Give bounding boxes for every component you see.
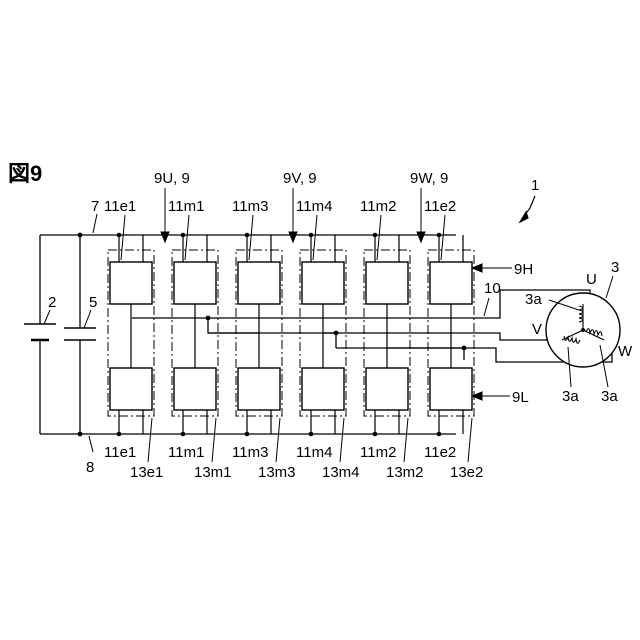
battery-symbol <box>24 324 56 340</box>
upper-switch-module <box>302 262 344 304</box>
module-column: 11e1 11e1 13e1 <box>104 198 163 481</box>
motor-label: 3 <box>611 259 619 276</box>
lower-module-label: 11m4 <box>296 444 332 461</box>
coil-label-top: 3a <box>525 291 542 308</box>
system-ref-label: 1 <box>531 177 539 194</box>
phase-v-label: V <box>532 321 542 338</box>
system-ref-arrow <box>520 196 535 222</box>
upper-module-label: 11m4 <box>296 198 332 215</box>
lower-module-label: 11e2 <box>424 444 456 461</box>
phase-group-label-u: 9U, 9 <box>154 170 190 187</box>
upper-switch-module <box>110 262 152 304</box>
upper-switch-module <box>366 262 408 304</box>
junction-dot <box>78 432 83 437</box>
module-column: 11e2 11e2 13e2 <box>424 198 483 481</box>
module-group-label: 13e2 <box>450 464 483 481</box>
capacitor-label: 5 <box>89 294 97 311</box>
phase-group-arrows <box>161 188 425 242</box>
phase-w-label: W <box>618 343 633 360</box>
junction-dot <box>78 233 83 238</box>
lower-switch-module <box>174 368 216 410</box>
upper-arm-label: 9H <box>514 261 533 278</box>
module-group-label: 13m3 <box>258 464 296 481</box>
lower-bus-label: 8 <box>86 459 94 476</box>
module-column: 11m1 11m1 13m1 <box>168 198 232 481</box>
upper-module-label: 11e2 <box>424 198 456 215</box>
lower-switch-module <box>430 368 472 410</box>
figure-title: 図9 <box>8 161 42 186</box>
module-group-label: 13m2 <box>386 464 424 481</box>
harness-leader <box>484 298 489 316</box>
module-group-label: 13e1 <box>130 464 163 481</box>
module-group-label: 13m1 <box>194 464 232 481</box>
upper-module-label: 11m3 <box>232 198 268 215</box>
phase-group-label-v: 9V, 9 <box>283 170 317 187</box>
capacitor-symbol <box>64 328 96 340</box>
motor <box>546 293 620 367</box>
module-column: 11m3 11m3 13m3 <box>232 198 296 481</box>
lower-module-label: 11e1 <box>104 444 136 461</box>
coil-label-left: 3a <box>562 388 579 405</box>
phase-group-label-w: 9W, 9 <box>410 170 448 187</box>
lower-switch-module <box>238 368 280 410</box>
upper-switch-module <box>430 262 472 304</box>
phase-u-label: U <box>586 271 597 288</box>
module-group-label: 13m4 <box>322 464 360 481</box>
lower-module-label: 11m3 <box>232 444 268 461</box>
upper-module-label: 11m2 <box>360 198 396 215</box>
upper-switch-module <box>238 262 280 304</box>
module-column: 11m4 11m4 13m4 <box>296 198 360 481</box>
motor-leader <box>606 276 613 298</box>
lower-switch-module <box>110 368 152 410</box>
lower-switch-module <box>366 368 408 410</box>
coil-label-right: 3a <box>601 388 618 405</box>
harness-label: 10 <box>484 280 501 297</box>
lower-module-label: 11m1 <box>168 444 204 461</box>
upper-switch-module <box>174 262 216 304</box>
leader-lines-left <box>44 214 97 452</box>
lower-module-label: 11m2 <box>360 444 396 461</box>
battery-label: 2 <box>48 294 56 311</box>
lower-switch-module <box>302 368 344 410</box>
upper-module-label: 11m1 <box>168 198 204 215</box>
upper-bus-label: 7 <box>91 198 99 215</box>
upper-module-label: 11e1 <box>104 198 136 215</box>
module-column: 11m2 11m2 13m2 <box>360 198 424 481</box>
lower-arm-label: 9L <box>512 389 529 406</box>
